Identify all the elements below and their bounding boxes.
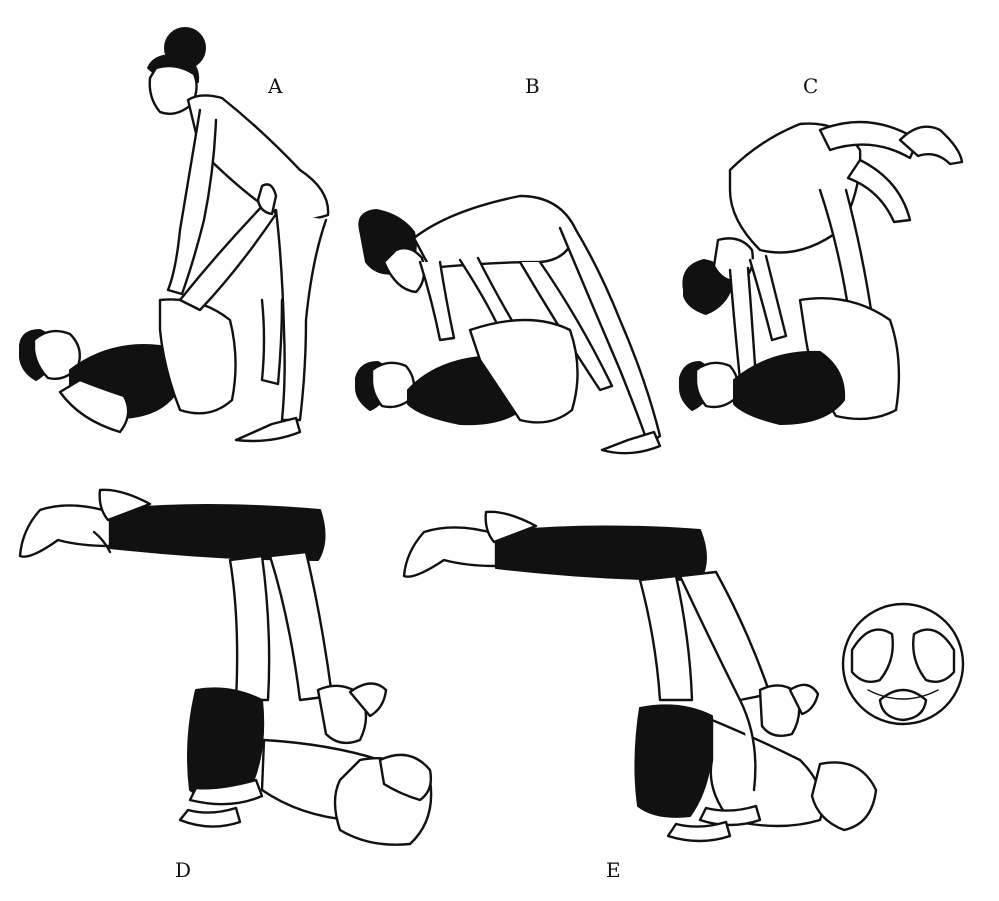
woman-torso	[412, 194, 578, 270]
hand-on-floor	[178, 806, 242, 828]
man-arm	[728, 266, 758, 382]
man-leg-left	[638, 574, 694, 702]
man-arm-2	[748, 254, 788, 342]
woman-leg-back	[260, 298, 284, 386]
woman-head	[382, 247, 426, 294]
inset-shoulders	[867, 689, 939, 700]
inset-head	[878, 688, 928, 722]
woman-leg-lower	[846, 158, 912, 224]
panel-label-a: A	[268, 74, 283, 98]
woman-ponytail	[788, 683, 820, 716]
man-arm	[58, 378, 130, 434]
inset-hand-right	[912, 628, 956, 683]
panel-c-illustration	[679, 120, 964, 425]
panel-label-c: C	[803, 74, 819, 98]
foot-left-2	[484, 510, 538, 544]
woman-leg-front	[518, 260, 614, 392]
man-leg-right	[268, 550, 334, 702]
woman-head	[316, 684, 368, 745]
hand-detail-inset	[841, 602, 965, 726]
man-head	[694, 361, 740, 409]
woman-leg-back	[558, 226, 662, 446]
woman-arm	[166, 108, 218, 296]
woman-head	[758, 684, 801, 737]
panel-e-illustration	[402, 510, 878, 843]
man-head	[810, 761, 878, 832]
man-shirt	[733, 350, 846, 425]
man-foot	[256, 183, 278, 216]
arm-on-floor	[188, 778, 264, 806]
foot-left-2	[98, 488, 152, 522]
hand-on-floor	[666, 820, 732, 843]
woman-torso	[728, 122, 862, 254]
panel-label-e: E	[606, 858, 621, 882]
woman-foot	[234, 416, 302, 443]
panel-a-illustration	[19, 27, 330, 443]
woman-arm	[418, 260, 456, 342]
woman-torso	[186, 94, 330, 221]
panel-label-d: D	[175, 858, 192, 882]
foot-left	[18, 504, 112, 558]
man-shorts	[634, 704, 714, 818]
panel-b-illustration	[355, 194, 662, 455]
foot-left	[402, 526, 498, 578]
arm-bent	[738, 698, 757, 792]
ankle	[92, 530, 112, 554]
woman-leg-front	[274, 208, 328, 422]
woman-foot	[600, 430, 662, 455]
man-leg-raised	[178, 198, 278, 312]
man-leg-right	[678, 570, 772, 702]
woman-foot	[898, 125, 964, 166]
inset-hand-left	[850, 628, 894, 683]
man-shorts	[158, 298, 237, 415]
man-shorts	[468, 318, 579, 424]
woman-torso	[709, 718, 824, 828]
man-head	[378, 753, 433, 802]
panel-label-b: B	[525, 74, 540, 98]
leggings-upper	[109, 504, 326, 561]
woman-arm-2	[458, 256, 516, 332]
man-leg-left	[228, 554, 271, 702]
leggings-upper	[495, 525, 707, 581]
woman-ponytail	[348, 682, 388, 718]
panel-d-illustration	[18, 488, 433, 846]
